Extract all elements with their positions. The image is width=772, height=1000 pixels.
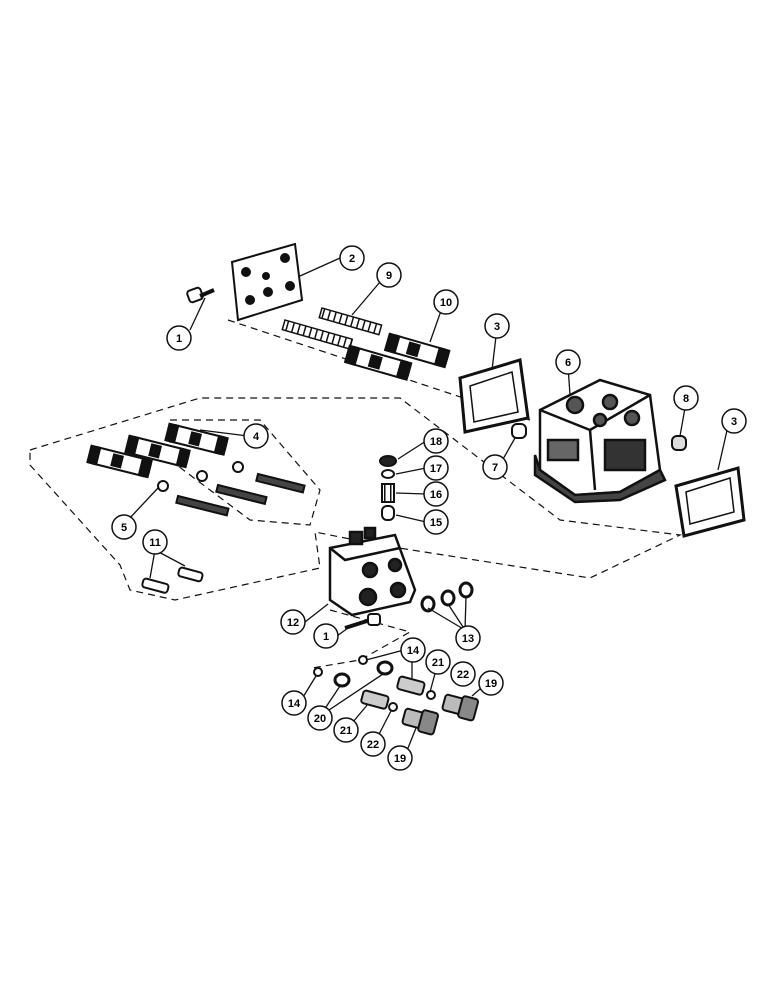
callout-19-lower: 19	[387, 745, 413, 771]
callout-label: 2	[349, 253, 355, 265]
callout-label: 22	[457, 669, 469, 681]
callout-22-upper: 22	[450, 661, 476, 687]
callout-label: 20	[314, 713, 326, 725]
callout-10: 10	[433, 289, 459, 315]
plug-right	[671, 435, 687, 451]
callout-label: 8	[683, 393, 689, 405]
callout-label: 12	[287, 617, 299, 629]
callout-label: 16	[430, 489, 442, 501]
callout-label: 9	[386, 270, 392, 282]
callout-11: 11	[142, 529, 168, 555]
dashed-outline-main	[29, 397, 683, 601]
callout-label: 3	[494, 321, 500, 333]
callout-label: 11	[149, 537, 161, 549]
plug	[511, 423, 527, 439]
callout-label: 7	[492, 462, 498, 474]
callout-17: 17	[423, 455, 449, 481]
o-rings	[420, 581, 474, 613]
callout-label: 10	[440, 297, 452, 309]
callout-label: 19	[485, 678, 497, 690]
callout-label: 3	[731, 416, 737, 428]
callout-9: 9	[376, 262, 402, 288]
callout-label: 22	[367, 739, 379, 751]
spools-upper	[343, 332, 451, 381]
callout-6: 6	[555, 349, 581, 375]
gasket-right	[674, 466, 746, 538]
callout-label: 13	[462, 633, 474, 645]
callout-label: 15	[430, 517, 442, 529]
valve-body	[328, 526, 417, 617]
callout-7: 7	[482, 454, 508, 480]
callout-22-lower: 22	[360, 731, 386, 757]
callout-13: 13	[455, 625, 481, 651]
callout-label: 14	[407, 645, 420, 657]
pins	[141, 566, 204, 594]
callout-label: 17	[430, 463, 442, 475]
fittings	[313, 655, 480, 736]
callout-1: 1	[166, 325, 192, 351]
callout-label: 18	[430, 436, 442, 448]
callout-3-right: 3	[721, 408, 747, 434]
callout-4: 4	[243, 423, 269, 449]
callout-2: 2	[339, 245, 365, 271]
callouts: 1 2 9 10 3 6 8 3 4 18 7 17 16 15 5 11 12…	[111, 245, 747, 771]
check-valve-stack	[379, 455, 397, 521]
springs	[281, 307, 383, 350]
callout-18: 18	[423, 428, 449, 454]
cover-plate	[230, 242, 304, 322]
callout-15: 15	[423, 509, 449, 535]
bolt-lower	[344, 613, 381, 630]
callout-21-lower: 21	[333, 717, 359, 743]
callout-label: 5	[121, 522, 127, 534]
callout-1-lower: 1	[313, 623, 339, 649]
callout-label: 14	[288, 698, 301, 710]
callout-label: 4	[253, 431, 260, 443]
callout-label: 21	[432, 657, 444, 669]
gasket-upper	[458, 358, 530, 434]
bolt-upper	[186, 286, 215, 304]
callout-label: 21	[340, 725, 352, 737]
callout-label: 1	[323, 631, 329, 643]
callout-8: 8	[673, 385, 699, 411]
valve-housing	[533, 378, 667, 504]
callout-14-lower: 14	[281, 690, 307, 716]
callout-21-upper	[400, 648, 424, 672]
callout-12: 12	[280, 609, 306, 635]
callout-3-upper: 3	[484, 313, 510, 339]
callout-label: 19	[394, 753, 406, 765]
callout-20: 20	[307, 705, 333, 731]
spools-lower	[86, 422, 306, 517]
callout-19-upper: 19	[478, 670, 504, 696]
callout-label: 6	[565, 357, 571, 369]
callout-21a: 21	[425, 649, 451, 675]
callout-5: 5	[111, 514, 137, 540]
callout-label: 1	[176, 333, 182, 345]
callout-16: 16	[423, 481, 449, 507]
callout-14-upper: 14	[400, 637, 426, 663]
